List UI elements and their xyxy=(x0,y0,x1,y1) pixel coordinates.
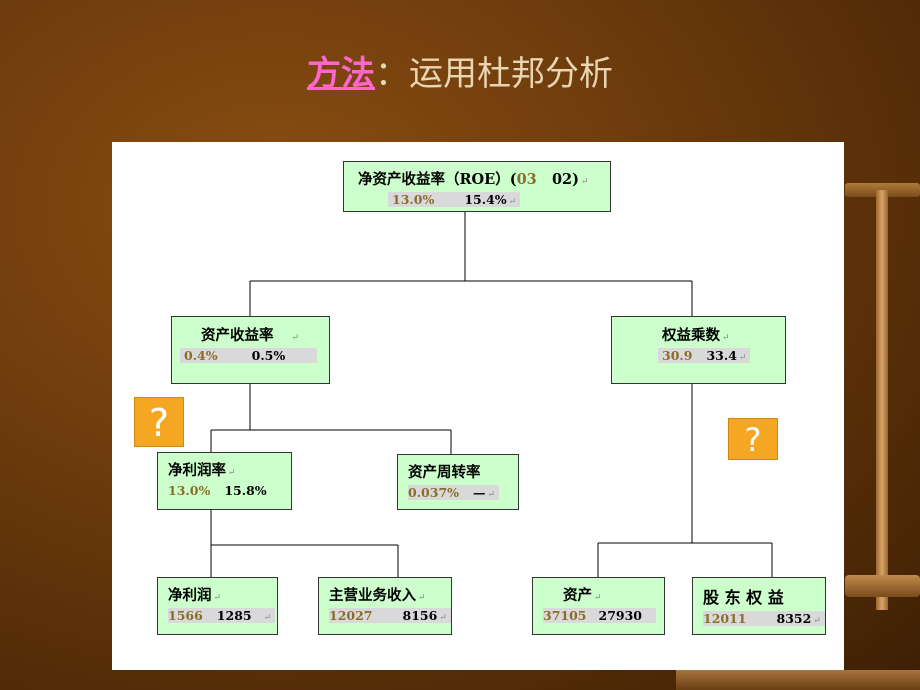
node-assets-value-current: 37105 xyxy=(543,608,587,623)
node-assets-value-prior: 27930 xyxy=(598,608,643,623)
node-revenue-values: 12027 8156↵ xyxy=(329,608,451,623)
scale-decoration-pan xyxy=(845,575,920,597)
paragraph-mark-icon: ↵ xyxy=(213,593,222,603)
node-roa-values: 0.4% 0.5% xyxy=(180,348,318,363)
node-asset-turnover-label: 资产周转率 xyxy=(408,464,481,481)
node-roa-value-prior: 0.5% xyxy=(251,348,286,363)
paragraph-mark-icon: ↵ xyxy=(813,616,821,626)
paragraph-mark-icon: ↵ xyxy=(291,333,300,343)
node-asset-turnover: 资产周转率 0.037% —↵ xyxy=(397,454,519,510)
paragraph-mark-icon: ↵ xyxy=(487,490,496,500)
node-asset-turnover-value-current: 0.037% xyxy=(408,485,460,500)
node-equity-value-prior: 8352 xyxy=(776,611,812,626)
node-revenue-value-current: 12027 xyxy=(329,608,373,623)
node-net-margin-value-prior: 15.8% xyxy=(224,483,267,498)
node-equity: 股 东 权 益 12011 8352↵ xyxy=(692,577,826,635)
node-equity-multiplier-label: 权益乘数 xyxy=(662,327,720,344)
node-revenue-value-prior: 8156 xyxy=(402,608,438,623)
node-assets-label: 资产 xyxy=(563,587,592,604)
title-text: 运用杜邦分析 xyxy=(409,54,613,94)
node-roa-value-current: 0.4% xyxy=(184,348,218,363)
node-roe-year-current: 03 xyxy=(516,171,537,188)
node-equity-multiplier-values: 30.9 33.4↵ xyxy=(658,348,751,363)
node-roe-year-prior: 02) xyxy=(551,171,579,188)
node-roe-value-current: 13.0% xyxy=(392,192,435,207)
node-asset-turnover-values: 0.037% —↵ xyxy=(408,485,500,500)
node-asset-turnover-value-prior: — xyxy=(473,485,486,500)
dupont-diagram-panel: 净资产收益率（ROE）(03 02)↵ 13.0%15.4%↵ 资产收益率↵ 0… xyxy=(112,142,844,670)
paragraph-mark-icon: ↵ xyxy=(263,613,272,623)
title-accent: 方法 xyxy=(307,54,375,94)
node-equity-values: 12011 8352↵ xyxy=(703,611,825,626)
node-roe-value-prior: 15.4% xyxy=(464,192,507,207)
paragraph-mark-icon: ↵ xyxy=(508,197,517,207)
paragraph-mark-icon: ↵ xyxy=(580,177,589,187)
node-assets: 资产↵ 37105 27930 xyxy=(532,577,665,635)
node-net-profit-value-prior: 1285 xyxy=(216,608,252,623)
paragraph-mark-icon: ↵ xyxy=(228,468,236,478)
node-roe: 净资产收益率（ROE）(03 02)↵ 13.0%15.4%↵ xyxy=(343,161,611,212)
scale-decoration-base xyxy=(676,670,920,690)
node-equity-multiplier-value-current: 30.9 xyxy=(662,348,693,363)
node-roe-values: 13.0% 15.4%↵ xyxy=(388,192,521,207)
question-mark-icon: ? xyxy=(134,397,184,447)
node-net-margin-values: 13.0% 15.8% xyxy=(168,483,267,498)
node-equity-label: 股 东 权 益 xyxy=(703,588,784,607)
node-net-margin: 净利润率↵ 13.0% 15.8% xyxy=(157,452,292,510)
node-roa-label: 资产收益率 xyxy=(201,327,274,344)
scale-decoration-pole xyxy=(876,190,888,610)
paragraph-mark-icon: ↵ xyxy=(439,613,447,623)
title-separator: ： xyxy=(375,54,409,94)
node-assets-values: 37105 27930 xyxy=(543,608,656,623)
question-mark-icon: ? xyxy=(728,418,778,460)
slide-title: 方法：运用杜邦分析 xyxy=(0,46,920,95)
node-net-margin-label: 净利润率 xyxy=(168,462,226,479)
connector-lines xyxy=(210,212,773,577)
paragraph-mark-icon: ↵ xyxy=(418,593,426,603)
paragraph-mark-icon: ↵ xyxy=(594,593,602,603)
node-equity-multiplier-value-prior: 33.4 xyxy=(706,348,737,363)
node-net-profit-value-current: 1566 xyxy=(168,608,203,623)
node-net-profit-label: 净利润 xyxy=(168,587,212,604)
node-roe-label: 净资产收益率（ROE）( xyxy=(358,171,517,188)
node-net-profit-values: 1566 1285 ↵ xyxy=(168,608,276,623)
node-equity-value-current: 12011 xyxy=(703,611,747,626)
node-net-margin-value-current: 13.0% xyxy=(168,483,211,498)
paragraph-mark-icon: ↵ xyxy=(738,353,747,363)
node-revenue-label: 主营业务收入 xyxy=(329,587,416,604)
paragraph-mark-icon: ↵ xyxy=(722,333,730,343)
node-roa: 资产收益率 ↵ 0.4% 0.5% xyxy=(171,316,330,384)
